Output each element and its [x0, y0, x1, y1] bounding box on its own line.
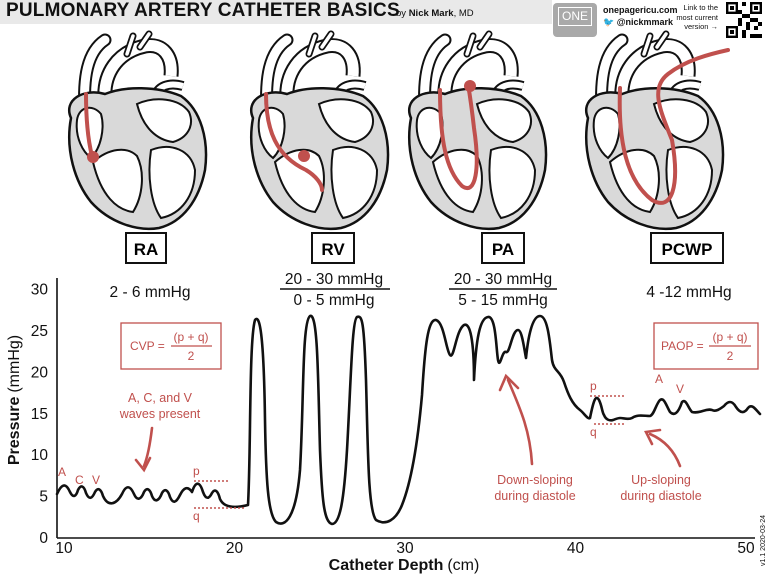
x-axis-title: Catheter Depth(cm)	[329, 557, 480, 574]
pressure-pa-systolic: 20 - 30 mmHg	[454, 271, 552, 288]
up-sloping-line1: Up-sloping	[631, 473, 691, 487]
heart-pa-icon	[409, 34, 546, 229]
x-tick-label: 30	[396, 540, 414, 557]
qr-code-icon[interactable]	[726, 2, 762, 38]
arrow-down-sloping-icon	[506, 378, 534, 466]
author-credentials: , MD	[453, 8, 474, 19]
paop-denominator: 2	[727, 349, 734, 363]
y-tick-label: 0	[39, 530, 48, 547]
pressure-pcwp: 4 -12 mmHg	[646, 284, 731, 301]
catheter-rv-icon	[264, 92, 324, 192]
page-title: PULMONARY ARTERY CATHETER BASICS	[6, 0, 400, 21]
x-tick-label: 10	[55, 540, 73, 557]
wave-c-left: C	[75, 473, 84, 487]
panel-label-pa: PA	[492, 240, 514, 259]
panel-labels: RA RV PA PCWP	[125, 232, 724, 264]
y-tick-label: 10	[31, 447, 49, 464]
arrowhead-up-sloping-icon	[644, 428, 662, 446]
panel-label-ra: RA	[134, 240, 159, 259]
y-tick-label: 5	[39, 489, 48, 506]
latest-line-2: most current	[676, 12, 718, 22]
annotations: A C V p q p q A V A, C, and V waves pres…	[58, 322, 759, 523]
up-sloping-line2: during diastole	[620, 489, 701, 503]
wave-a-left: A	[58, 465, 66, 479]
twitter-handle[interactable]: @nickmmark	[616, 17, 674, 27]
panel-label-pcwp: PCWP	[662, 240, 713, 259]
x-tick-label: 50	[737, 540, 755, 557]
catheter-paths	[84, 48, 730, 205]
y-tick-label: 20	[31, 364, 49, 381]
x-tick-label: 20	[226, 540, 244, 557]
catheter-ra-balloon-icon	[87, 151, 99, 163]
p-label-right: p	[590, 379, 597, 393]
site-info: onepagericu.com 🐦 @nickmmark	[603, 4, 678, 28]
p-label-left: p	[193, 464, 200, 478]
byline: by Nick Mark, MD	[396, 8, 474, 19]
paop-numerator: (p + q)	[712, 330, 747, 344]
x-tick-label: 40	[567, 540, 585, 557]
cvp-numerator: (p + q)	[173, 330, 208, 344]
y-tick-label: 25	[31, 323, 48, 340]
label-box-pa	[481, 232, 525, 264]
panel-label-rv: RV	[321, 240, 345, 259]
arrow-waves-icon	[142, 426, 154, 468]
catheter-pa-balloon-icon	[464, 80, 476, 92]
latest-line-1: Link to the	[683, 3, 718, 12]
label-box-pcwp	[650, 232, 724, 264]
wave-v-left: V	[92, 473, 100, 487]
catheter-rv-balloon-icon	[298, 150, 310, 162]
catheter-pa-icon	[438, 82, 479, 190]
arrow-up-sloping-icon	[648, 432, 682, 468]
arrowhead-waves-icon	[134, 456, 152, 473]
wave-a-right: A	[655, 372, 663, 386]
pressure-waveform	[55, 314, 762, 526]
latest-version-note: Link to the most current version →	[668, 3, 718, 32]
waves-note-line1: A, C, and V	[128, 391, 193, 405]
paop-lhs: PAOP =	[661, 339, 704, 353]
waves-note-line2: waves present	[119, 407, 201, 421]
annotation-arrows	[134, 373, 682, 473]
pressure-rv-systolic: 20 - 30 mmHg	[285, 271, 383, 288]
author-name: Nick Mark	[408, 8, 454, 19]
pq-markers	[194, 395, 626, 509]
y-axis-title: Pressure(mmHg)	[6, 335, 23, 465]
pressure-pa-diastolic: 5 - 15 mmHg	[458, 292, 548, 309]
arrowhead-down-sloping-icon	[498, 373, 520, 392]
twitter-icon: 🐦	[603, 17, 615, 27]
y-tick-label: 15	[31, 406, 48, 423]
cvp-denominator: 2	[188, 349, 195, 363]
latest-line-3: version →	[684, 22, 718, 31]
byline-prefix: by	[396, 8, 409, 19]
down-sloping-line2: during diastole	[494, 489, 575, 503]
site-link[interactable]: onepagericu.com	[603, 5, 678, 15]
pressure-rv-diastolic: 0 - 5 mmHg	[294, 292, 375, 309]
x-tick-labels: 10 20 30 40 50	[55, 540, 755, 557]
label-box-ra	[125, 232, 167, 264]
q-label-left: q	[193, 509, 200, 523]
title-bar	[0, 0, 552, 24]
pressure-ra: 2 - 6 mmHg	[110, 284, 191, 301]
down-sloping-line1: Down-sloping	[497, 473, 573, 487]
y-tick-labels: 0 5 10 15 20 25 30	[31, 282, 49, 547]
catheter-pcwp-icon	[617, 48, 730, 205]
wave-v-right: V	[676, 382, 684, 396]
label-box-rv	[311, 232, 355, 264]
onepager-logo[interactable]: ONE	[553, 3, 597, 37]
y-tick-label: 30	[31, 282, 49, 299]
q-label-right: q	[590, 425, 597, 439]
cvp-lhs: CVP =	[130, 339, 165, 353]
version-stamp: v1.1 2020-03-24	[760, 515, 767, 566]
logo-text: ONE	[558, 7, 592, 26]
